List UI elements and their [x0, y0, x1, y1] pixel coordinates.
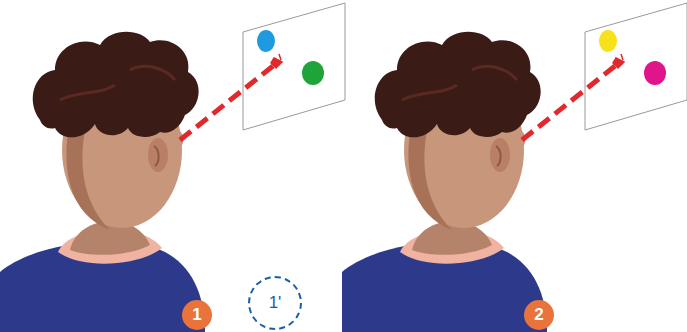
gaze-line [180, 66, 273, 140]
viewer-figure [0, 32, 205, 332]
fixation-point [271, 54, 282, 68]
gaze-line [522, 66, 615, 140]
viewer-figure [342, 32, 547, 332]
step-number: 2 [524, 300, 554, 330]
node-text: 1 [192, 305, 201, 325]
node-text: 2 [534, 305, 543, 325]
timer-clock: 1' [248, 276, 302, 330]
fixation-point [613, 54, 624, 68]
stimulus-card [585, 3, 687, 130]
step-number: 1 [182, 300, 212, 330]
node-text: 1' [269, 293, 282, 313]
yellow-disc [599, 30, 617, 52]
stimulus-card [243, 3, 345, 130]
panel-two [342, 3, 687, 332]
blue-disc [257, 30, 275, 52]
magenta-disc [644, 61, 666, 85]
green-disc [302, 61, 324, 85]
